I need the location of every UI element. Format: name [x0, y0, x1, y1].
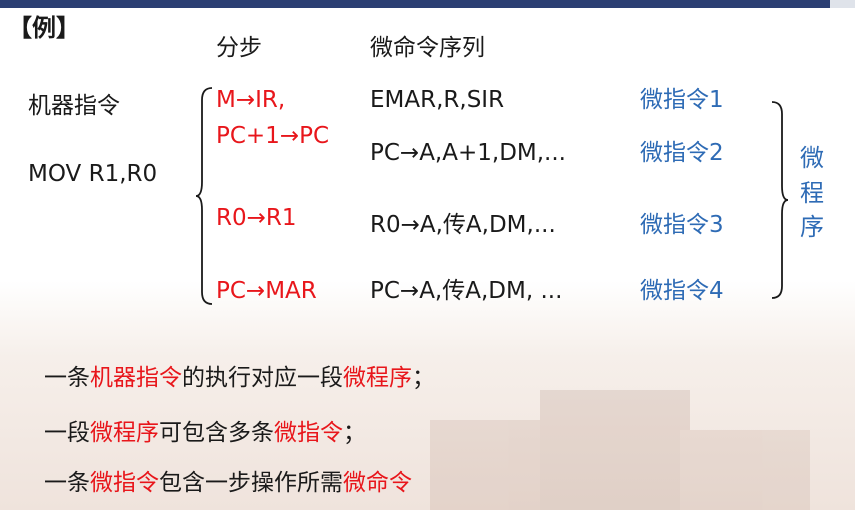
micro-program-label-char-3: 序 [800, 213, 824, 241]
summary-text: 一条 [44, 365, 90, 391]
micro-command-sequence-4: PC→A,传A,DM, ... [370, 278, 563, 304]
micro-program-label-char-1: 微 [800, 144, 824, 172]
summary-text: ； [412, 365, 435, 391]
summary-highlight: 微程序 [90, 420, 159, 446]
micro-instruction-1: 微指令1 [640, 87, 724, 113]
micro-instruction-3: 微指令3 [640, 212, 724, 238]
summary-highlight: 微指令 [90, 470, 159, 496]
summary-text: 可包含多条 [159, 420, 274, 446]
summary-line-3: 一条微指令包含一步操作所需微命令 [44, 469, 412, 497]
summary-highlight: 微指令 [274, 420, 343, 446]
summary-line-1: 一条机器指令的执行对应一段微程序； [44, 364, 435, 392]
summary-text: 一段 [44, 420, 90, 446]
slide-top-bar [0, 0, 830, 8]
summary-highlight: 微命令 [343, 470, 412, 496]
step-header: 分步 [216, 35, 262, 61]
micro-instruction-2: 微指令2 [640, 140, 724, 166]
step-1: M→IR, [216, 87, 286, 113]
step-4: PC→MAR [216, 278, 317, 304]
summary-text: 的执行对应一段 [182, 365, 343, 391]
micro-instruction-4: 微指令4 [640, 278, 724, 304]
slide-top-bar-end [830, 0, 855, 8]
summary-line-2: 一段微程序可包含多条微指令； [44, 419, 366, 447]
micro-program-label-char-2: 程 [800, 179, 824, 207]
sequence-header: 微命令序列 [370, 35, 485, 61]
micro-command-sequence-2: PC→A,A+1,DM,... [370, 140, 566, 166]
example-title: 【例】 [8, 14, 80, 42]
micro-command-sequence-1: EMAR,R,SIR [370, 87, 505, 113]
step-3: R0→R1 [216, 205, 297, 231]
left-curly-brace [195, 87, 213, 305]
machine-instruction-label: 机器指令 [28, 93, 120, 119]
summary-text: 一条 [44, 470, 90, 496]
right-curly-brace [771, 101, 789, 299]
micro-command-sequence-3: R0→A,传A,DM,... [370, 212, 556, 238]
summary-highlight: 微程序 [343, 365, 412, 391]
summary-text: 包含一步操作所需 [159, 470, 343, 496]
background-building [430, 390, 810, 510]
summary-text: ； [343, 420, 366, 446]
summary-highlight: 机器指令 [90, 365, 182, 391]
machine-instruction-value: MOV R1,R0 [28, 161, 158, 187]
step-2: PC+1→PC [216, 123, 330, 149]
